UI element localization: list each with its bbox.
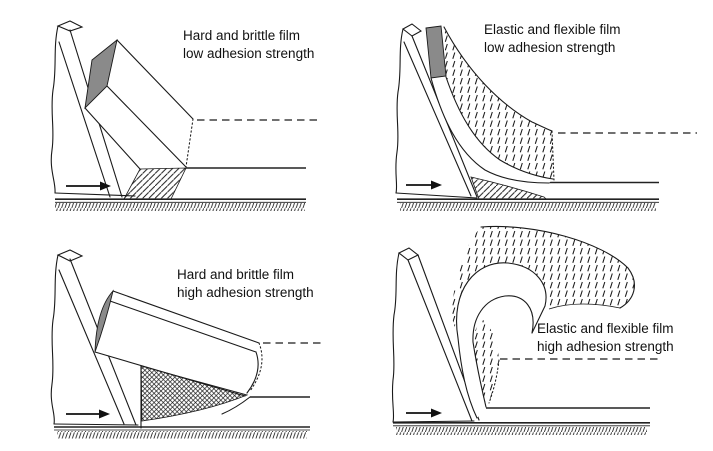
film-top-surface-texture-2: [443, 26, 555, 181]
texture-broken-edge-dotted-4: [488, 359, 500, 404]
caption-line: Elastic and flexible film: [537, 321, 674, 336]
curl-outer-surface-texture-4: [452, 225, 635, 338]
caption-line: high adhesion strength: [177, 285, 314, 300]
crushed-film-crosshatch-3: [140, 365, 249, 422]
caption-elastic-flexible-low: Elastic and flexible film low adhesion s…: [484, 22, 621, 55]
caption-elastic-flexible-high: Elastic and flexible film high adhesion …: [537, 321, 674, 354]
texture-broken-edge-dotted-2: [551, 130, 555, 181]
film-chip-slab-1: [84, 39, 194, 170]
sliding-direction-arrow-icon: [66, 409, 110, 419]
panel-hard-brittle-low-adhesion: Hard and brittle film low adhesion stren…: [50, 20, 318, 211]
caption-hard-brittle-high: Hard and brittle film high adhesion stre…: [177, 267, 314, 300]
sliding-direction-arrow-icon: [406, 408, 442, 418]
panel-hard-brittle-high-adhesion: Hard and brittle film high adhesion stre…: [50, 249, 322, 439]
substrate-hatching-2: [397, 198, 659, 211]
chip-end-face-gray-1: [84, 38, 118, 110]
caption-line: Hard and brittle film: [177, 267, 294, 282]
caption-line: Hard and brittle film: [183, 28, 300, 43]
crushed-film-hatch-1: [123, 167, 187, 200]
slab-broken-edge-dotted-3: [249, 342, 263, 392]
curl-inner-surface-texture-4: [473, 320, 500, 407]
panel-elastic-flexible-low-adhesion: Elastic and flexible film low adhesion s…: [395, 22, 697, 211]
stylus-2: [395, 23, 478, 199]
substrate-hatching-1: [55, 198, 306, 211]
panel-elastic-flexible-high-adhesion: Elastic and flexible film high adhesion …: [391, 225, 674, 435]
caption-line: low adhesion strength: [183, 46, 314, 61]
substrate-hatching-3: [54, 426, 310, 439]
sliding-direction-arrow-icon: [406, 180, 442, 190]
caption-line: high adhesion strength: [537, 339, 674, 354]
slab-end-face-gray-3: [94, 289, 114, 353]
film-end-face-gray-2: [425, 25, 447, 79]
caption-line: Elastic and flexible film: [484, 22, 621, 37]
curled-film-band-4: [456, 262, 547, 419]
chip-broken-edge-dotted-1: [185, 118, 194, 168]
substrate-hatching-4: [393, 421, 650, 435]
film-left-end-curve-3: [221, 396, 251, 415]
caption-hard-brittle-low: Hard and brittle film low adhesion stren…: [183, 28, 314, 61]
caption-line: low adhesion strength: [484, 40, 615, 55]
crushed-film-hatch-2: [470, 176, 547, 200]
sliding-direction-arrow-icon: [66, 181, 111, 191]
